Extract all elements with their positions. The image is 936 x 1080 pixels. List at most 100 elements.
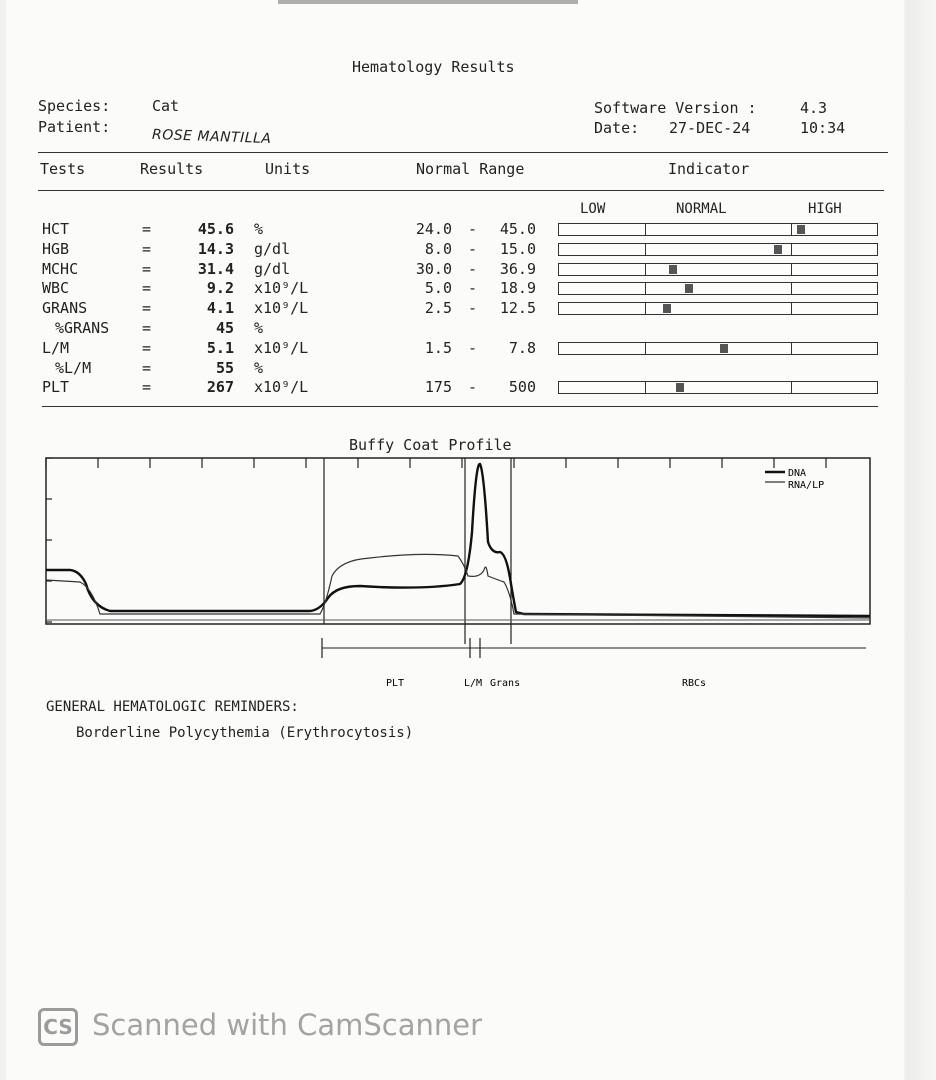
equals-sign: = [142, 358, 152, 377]
results-rule [42, 406, 878, 408]
indicator-normal-label: NORMAL [676, 201, 727, 217]
indicator-bar [558, 302, 878, 316]
reminder-item: Borderline Polycythemia (Erythrocytosis) [76, 725, 414, 741]
equals-sign: = [142, 378, 152, 397]
range-separator: - [468, 299, 478, 318]
table-row: %L/M = 55% [0, 359, 900, 379]
chart-frame [45, 457, 871, 625]
range-low: 175 [424, 378, 452, 397]
col-header-indicator: Indicator [668, 160, 750, 178]
indicator-high-divider [791, 243, 793, 255]
indicator-low-divider [644, 243, 647, 255]
result-unit: g/dl [254, 239, 291, 258]
range-separator: - [468, 378, 478, 397]
indicator-low-divider [644, 303, 647, 315]
test-name: %GRANS [55, 319, 110, 337]
scan-edge [906, 0, 936, 1080]
result-unit: % [254, 220, 264, 238]
indicator-high-label: HIGH [808, 201, 842, 217]
indicator-high-divider [791, 382, 793, 394]
camscanner-logo: CS [38, 1008, 78, 1046]
test-name: PLT [42, 378, 70, 397]
result-value: 267 [206, 378, 234, 397]
buffy-coat-title: Buffy Coat Profile [349, 436, 512, 454]
result-value: 9.2 [206, 279, 234, 298]
col-header-results: Results [140, 160, 204, 178]
range-separator: - [468, 279, 478, 298]
legend-dna-label: DNA [788, 468, 806, 479]
indicator-low-divider [644, 224, 647, 235]
equals-sign: = [142, 239, 152, 258]
result-unit: x10⁹/L [254, 338, 309, 357]
col-header-tests: Tests [40, 160, 86, 178]
species-label: Species: [38, 97, 111, 115]
result-value: 55 [215, 358, 234, 377]
equals-sign: = [142, 338, 152, 357]
range-low: 2.5 [424, 299, 452, 318]
indicator-marker [796, 225, 805, 234]
range-separator: - [468, 338, 478, 357]
range-low: 5.0 [424, 279, 452, 298]
indicator-bar [558, 262, 878, 276]
time-value: 10:34 [800, 119, 846, 137]
result-unit: % [254, 319, 264, 337]
indicator-bar [558, 282, 878, 296]
indicator-low-divider [644, 263, 647, 275]
indicator-high-divider [791, 263, 793, 275]
patient-label: Patient: [38, 118, 111, 136]
indicator-bar [558, 242, 878, 256]
zone-label-rbcs: RBCs [682, 678, 706, 689]
camscanner-watermark: Scanned with CamScanner [92, 1008, 483, 1042]
rna-lp-trace [45, 553, 871, 619]
range-high: 18.9 [499, 279, 536, 298]
indicator-marker [663, 304, 672, 314]
indicator-high-divider [791, 224, 793, 235]
indicator-bar [558, 341, 878, 355]
software-version: 4.3 [800, 99, 828, 117]
indicator-low-divider [644, 382, 647, 394]
reminders-header: GENERAL HEMATOLOGIC REMINDERS: [46, 699, 299, 715]
equals-sign: = [142, 220, 152, 238]
species-value: Cat [152, 97, 180, 115]
indicator-low-label: LOW [580, 201, 606, 217]
indicator-bar [558, 223, 878, 236]
dna-trace [46, 462, 871, 618]
indicator-marker [669, 264, 678, 274]
result-unit: x10⁹/L [254, 378, 309, 397]
buffy-coat-profile-chart: DNA RNA/LP PLT L/M Grans RBCs [45, 457, 871, 689]
range-low: 1.5 [424, 338, 452, 357]
test-name: HCT [42, 220, 70, 238]
date-label: Date: [594, 119, 640, 137]
zone-label-plt: PLT [386, 678, 404, 689]
range-separator: - [468, 259, 478, 278]
result-value: 4.1 [206, 299, 234, 318]
equals-sign: = [142, 279, 152, 298]
result-value: 45 [215, 319, 234, 337]
range-high: 12.5 [499, 299, 536, 318]
indicator-marker [685, 284, 694, 294]
report-title: Hematology Results [352, 58, 515, 76]
range-low: 30.0 [415, 259, 452, 278]
result-unit: x10⁹/L [254, 299, 309, 318]
indicator-low-divider [644, 283, 647, 295]
test-name: WBC [42, 279, 70, 298]
test-name: %L/M [55, 358, 92, 377]
indicator-low-divider [644, 342, 647, 354]
table-row: HCT=45.6%24.0-45.0 [0, 220, 900, 240]
indicator-bar [558, 381, 878, 395]
zone-label-grans: Grans [490, 678, 520, 689]
header-rule-top [38, 152, 888, 154]
zone-label-lm: L/M [464, 678, 482, 689]
indicator-high-divider [791, 303, 793, 315]
header-rule-bottom [38, 190, 884, 192]
range-low: 24.0 [415, 220, 452, 238]
software-label: Software Version : [594, 99, 757, 117]
indicator-marker [720, 343, 729, 353]
result-unit: % [254, 358, 264, 377]
test-name: MCHC [42, 259, 79, 278]
range-high: 36.9 [499, 259, 536, 278]
